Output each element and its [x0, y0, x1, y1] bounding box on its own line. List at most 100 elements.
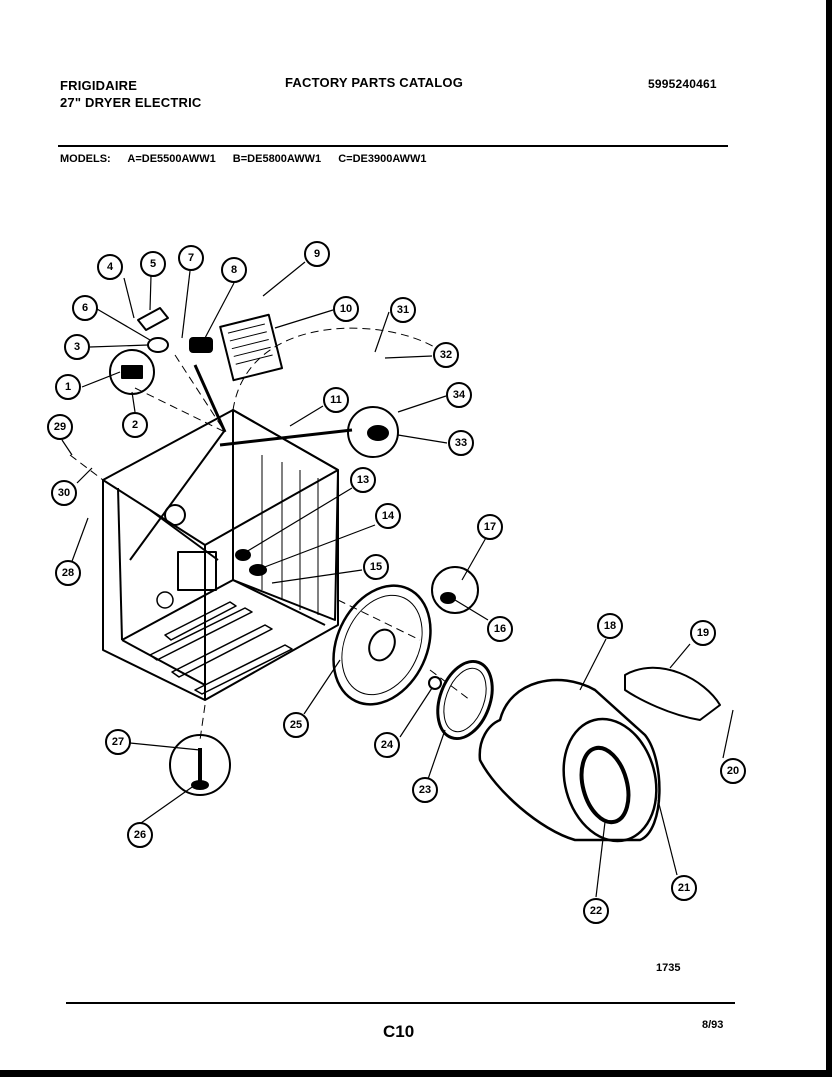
callout-number: 19 — [697, 627, 709, 639]
callout-circle — [64, 334, 90, 360]
callout-23: 23 — [412, 777, 438, 803]
callout-circle — [690, 620, 716, 646]
callout-2: 2 — [122, 412, 148, 438]
cabinet-outline — [102, 409, 339, 701]
door-switch-part-5 — [137, 307, 169, 331]
callout-number: 4 — [107, 261, 114, 273]
callout-9: 9 — [304, 241, 330, 267]
callout-30: 30 — [51, 480, 77, 506]
models-label: MODELS: — [60, 153, 111, 165]
callout-number: 23 — [419, 784, 431, 796]
front-bulkhead-part-25 — [332, 584, 432, 706]
model-a: A=DE5500AWW1 — [127, 153, 216, 165]
callout-circle — [72, 295, 98, 321]
callout-number: 34 — [453, 389, 466, 401]
switch-part-3 — [147, 337, 169, 353]
callout-circle — [221, 257, 247, 283]
thermostat-detail-ring — [347, 406, 399, 458]
model-c: C=DE3900AWW1 — [338, 153, 427, 165]
callout-circle — [127, 822, 153, 848]
header-rule — [58, 145, 728, 147]
callout-number: 11 — [330, 394, 342, 406]
callout-3: 3 — [64, 334, 90, 360]
callout-14: 14 — [375, 503, 401, 529]
exploded-guide-lines — [69, 327, 471, 741]
callout-22: 22 — [583, 898, 609, 924]
catalog-title: FACTORY PARTS CATALOG — [285, 75, 464, 90]
callout-circle — [583, 898, 609, 924]
callout-circle — [390, 297, 416, 323]
callout-number: 5 — [150, 258, 156, 270]
callout-circle — [720, 758, 746, 784]
exploded-parts-diagram: 1234567891011131415161718192021222324252… — [47, 241, 746, 924]
callout-circle — [350, 467, 376, 493]
revision-date: 8/93 — [702, 1019, 724, 1031]
callout-number: 15 — [370, 561, 382, 573]
callout-circle — [140, 251, 166, 277]
callout-circle — [363, 554, 389, 580]
callout-number: 31 — [397, 304, 409, 316]
callout-number: 27 — [112, 736, 124, 748]
callout-number: 6 — [82, 302, 88, 314]
callout-number: 18 — [604, 620, 616, 632]
callout-circle — [97, 254, 123, 280]
callout-27: 27 — [105, 729, 131, 755]
callout-number: 14 — [382, 510, 395, 522]
callout-29: 29 — [47, 414, 73, 440]
callout-circle — [283, 712, 309, 738]
page-number: C10 — [383, 1022, 415, 1041]
callout-number: 1 — [65, 381, 71, 393]
callout-number: 29 — [54, 421, 66, 433]
leveling-leg-detail-ring — [169, 734, 231, 796]
callout-circle — [448, 430, 474, 456]
callout-number: 16 — [494, 623, 506, 635]
callout-circle — [477, 514, 503, 540]
callout-11: 11 — [323, 387, 349, 413]
callout-circle — [375, 503, 401, 529]
callout-28: 28 — [55, 560, 81, 586]
callout-10: 10 — [333, 296, 359, 322]
callout-15: 15 — [363, 554, 389, 580]
callout-20: 20 — [720, 758, 746, 784]
callout-18: 18 — [597, 613, 623, 639]
brand-name: FRIGIDAIRE — [60, 78, 138, 93]
callout-number: 2 — [132, 419, 138, 431]
callout-number: 24 — [381, 739, 394, 751]
callout-leaders — [61, 261, 734, 898]
callout-34: 34 — [446, 382, 472, 408]
cabinet-floor-rails — [149, 601, 293, 695]
part-number: 5995240461 — [648, 77, 717, 91]
callout-number: 22 — [590, 905, 602, 917]
drum-baffle-part-19 — [624, 666, 721, 721]
callout-13: 13 — [350, 467, 376, 493]
callout-circle — [55, 374, 81, 400]
callout-circle — [55, 560, 81, 586]
figure-number: 1735 — [656, 962, 681, 974]
footer-rule — [66, 1002, 735, 1004]
callout-circle — [304, 241, 330, 267]
drum-part-18 — [478, 678, 661, 842]
callout-circle — [446, 382, 472, 408]
callout-number: 3 — [74, 341, 80, 353]
callout-31: 31 — [390, 297, 416, 323]
callout-circle — [487, 616, 513, 642]
callout-32: 32 — [433, 342, 459, 368]
callout-circle — [47, 414, 73, 440]
callout-4: 4 — [97, 254, 123, 280]
callout-number: 9 — [314, 248, 320, 260]
callout-number: 20 — [727, 765, 739, 777]
callout-17: 17 — [477, 514, 503, 540]
callout-circle — [374, 732, 400, 758]
callout-26: 26 — [127, 822, 153, 848]
callout-24: 24 — [374, 732, 400, 758]
callout-circle — [412, 777, 438, 803]
product-name: 27" DRYER ELECTRIC — [60, 95, 202, 110]
callout-8: 8 — [221, 257, 247, 283]
cabinet-ribs — [261, 455, 319, 615]
callout-25: 25 — [283, 712, 309, 738]
callout-circle — [433, 342, 459, 368]
callout-number: 21 — [678, 882, 690, 894]
callout-circle — [597, 613, 623, 639]
callout-7: 7 — [178, 245, 204, 271]
